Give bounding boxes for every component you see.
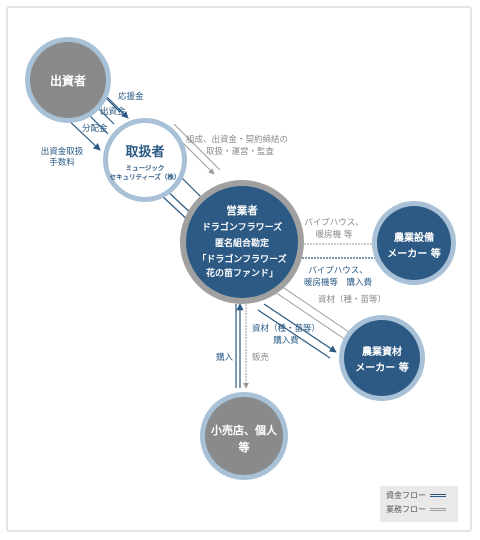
node-operator-label-2: ドラゴンフラワーズ (202, 221, 282, 233)
node-operator-label-5: 花の苗ファンド」 (206, 267, 278, 279)
flow-label-pipe-supply-2: 暖房機 等 (316, 229, 353, 240)
legend-business: 業務フロー (386, 503, 452, 517)
node-retail-label-2: 等 (238, 440, 250, 454)
node-retail-label-1: 小売店、個人 (210, 423, 278, 437)
node-retail-circle (205, 397, 283, 475)
flow-label-handling-1: 組成、出資金・契約締結の (186, 134, 288, 145)
flow-label-support: 応援金 (118, 91, 144, 102)
node-operator-label-1: 営業者 (226, 204, 258, 217)
node-materials-circle (344, 320, 420, 396)
node-materials-label-1: 農業資材 (362, 345, 402, 358)
flow-lines-operator-equipment (291, 241, 384, 262)
node-operator[interactable]: 営業者 ドラゴンフラワーズ 匿名組合勘定 「ドラゴンフラワーズ 花の苗ファンド」 (180, 180, 304, 304)
node-materials-label-2: メーカー 等 (355, 361, 408, 374)
flow-label-pipe-payment-2: 暖房機等 購入費 (304, 277, 373, 288)
node-operator-label-4: 「ドラゴンフラワーズ (197, 253, 286, 265)
node-handler-sub-2: セキュリティーズ（株） (110, 172, 181, 181)
legend: 資金フロー 業務フロー (380, 486, 458, 522)
node-equipment-label-1: 農業設備 (394, 231, 434, 244)
flow-label-sales: 販売 (252, 352, 270, 363)
legend-business-label: 業務フロー (386, 505, 426, 514)
legend-money: 資金フロー (386, 489, 452, 503)
node-investor-label: 出資者 (50, 73, 86, 88)
flow-label-materials-payment-1: 資材（種・苗等） (252, 323, 320, 334)
node-materials-maker[interactable]: 農業資材 メーカー 等 (339, 315, 425, 401)
node-handler-sub-1: ミュージック (126, 163, 165, 172)
node-handler[interactable]: 取扱者 ミュージック セキュリティーズ（株） (103, 118, 187, 202)
flow-label-purchase: 購入 (216, 352, 234, 363)
node-operator-label-3: 匿名組合勘定 (215, 237, 270, 249)
node-retail[interactable]: 小売店、個人 等 (200, 392, 288, 480)
node-operator-circle (186, 186, 298, 298)
flow-label-investment: 出資金 (100, 106, 126, 117)
flow-lines-operator-materials (257, 283, 353, 359)
flow-label-fee-1: 出資金取扱 (41, 146, 84, 157)
flow-label-pipe-supply-1: パイプハウス、 (304, 218, 364, 228)
legend-money-swatch (430, 494, 446, 497)
node-equipment-maker[interactable]: 農業設備 メーカー 等 (372, 201, 456, 285)
flow-label-pipe-payment-1: パイプハウス、 (308, 266, 368, 276)
node-investor-circle (30, 42, 106, 118)
node-handler-label: 取扱者 (125, 144, 164, 160)
flow-label-fee-2: 手数料 (49, 157, 75, 168)
node-investor[interactable]: 出資者 (25, 37, 111, 123)
flow-lines-operator-retail (235, 303, 249, 389)
flow-label-materials-supply: 資材（種・苗等） (318, 294, 386, 305)
legend-business-swatch (430, 508, 446, 511)
flow-label-distribution: 分配金 (82, 123, 108, 134)
legend-money-label: 資金フロー (386, 491, 426, 500)
flow-label-materials-payment-2: 購入費 (273, 335, 299, 346)
flow-label-handling-2: 取扱・運営・監査 (206, 146, 275, 157)
node-equipment-circle (377, 206, 451, 280)
node-equipment-label-2: メーカー 等 (387, 247, 440, 260)
